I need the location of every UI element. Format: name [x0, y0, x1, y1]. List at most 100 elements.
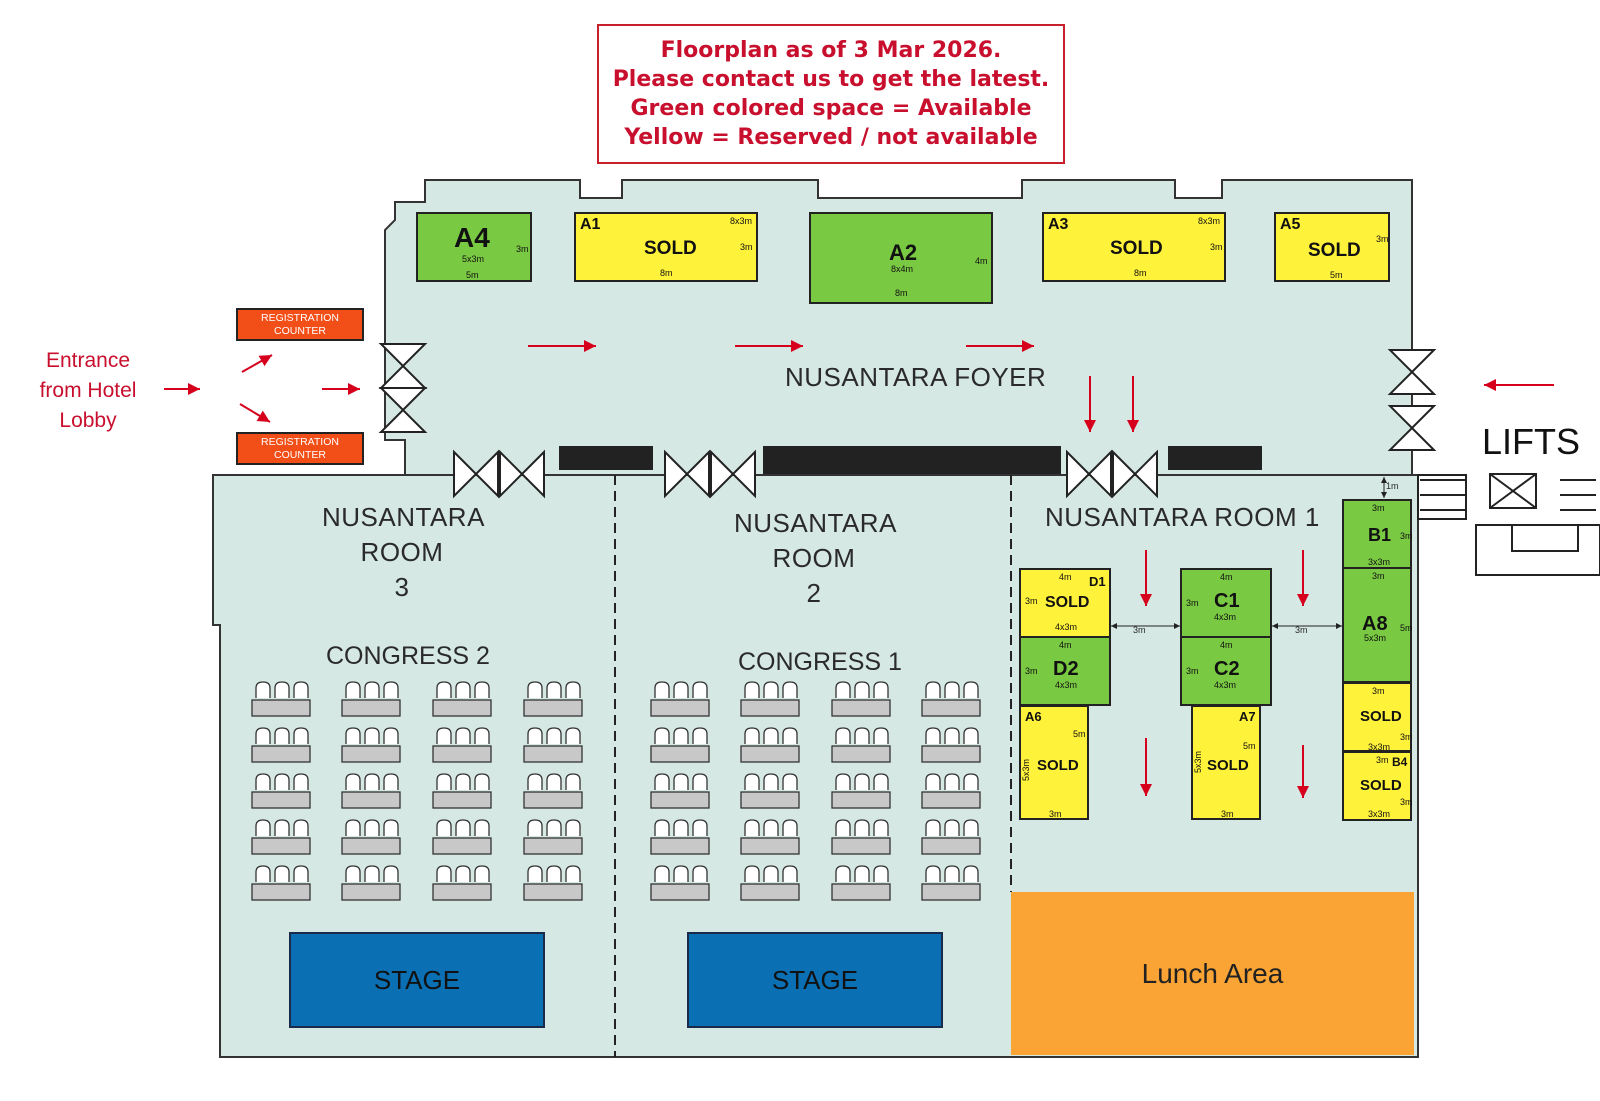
direction-arrow-icon — [322, 383, 360, 395]
table-bar — [921, 745, 981, 763]
seat-row — [650, 865, 710, 901]
direction-arrow-icon — [966, 340, 1034, 352]
seat-row — [251, 773, 311, 809]
seat-row — [341, 727, 401, 763]
table-bar — [251, 745, 311, 763]
table-bar — [523, 837, 583, 855]
stage-room2: STAGE — [687, 932, 943, 1028]
booth-a6[interactable]: A6 SOLD 5m 3m 5x3m — [1019, 705, 1089, 820]
table-bar — [251, 791, 311, 809]
seat-row — [523, 727, 583, 763]
table-bar — [432, 883, 492, 901]
seat-row — [523, 865, 583, 901]
booth-a2[interactable]: A2 8x4m 8m 4m — [809, 212, 993, 304]
booth-c1[interactable]: C1 4m 3m 4x3m — [1180, 568, 1272, 638]
table-bar — [831, 745, 891, 763]
booth-a7[interactable]: A7 SOLD 5m 3m 5x3m — [1191, 705, 1261, 820]
door-icon — [453, 449, 499, 499]
direction-arrow-icon — [1127, 376, 1139, 432]
booth-depth: 5m — [1073, 729, 1086, 739]
booth-status: SOLD — [1360, 777, 1402, 794]
booth-size: 4x3m — [1214, 680, 1237, 690]
table-bar — [650, 791, 710, 809]
seat-row — [341, 819, 401, 855]
booth-width: 3m — [1221, 809, 1234, 819]
booth-width: 5m — [1330, 270, 1343, 280]
seat-row — [921, 865, 981, 901]
seat-row — [831, 865, 891, 901]
booth-width: 3m — [1376, 755, 1389, 765]
reg-label: COUNTER — [274, 324, 326, 337]
table-bar — [831, 791, 891, 809]
seat-row — [831, 819, 891, 855]
table-bar — [650, 837, 710, 855]
table-bar — [251, 699, 311, 717]
direction-arrow-icon — [241, 354, 273, 373]
door-icon — [1387, 349, 1437, 395]
room1-name: NUSANTARA ROOM 1 — [1045, 502, 1320, 532]
booth-size: 5x3m — [462, 254, 485, 264]
door-icon — [1112, 449, 1158, 499]
booth-a8[interactable]: A8 3m 5m 5x3m — [1342, 567, 1413, 683]
reg-label: REGISTRATION — [261, 311, 339, 324]
booth-width: 8m — [895, 288, 908, 298]
door-icon — [499, 449, 545, 499]
aisle-gap-label: 3m — [1295, 625, 1308, 635]
direction-arrow-icon — [239, 403, 271, 423]
booth-a3[interactable]: A3 SOLD 8x3m 3m 8m — [1042, 212, 1226, 282]
direction-arrow-icon — [735, 340, 803, 352]
table-bar — [432, 745, 492, 763]
booth-b4[interactable]: B4 SOLD 3m 3m 3x3m — [1342, 751, 1413, 821]
booth-width: 8m — [660, 268, 673, 278]
booth-depth: 3m — [1400, 531, 1413, 541]
booth-size: 5x3m — [1193, 750, 1204, 774]
seat-row — [341, 681, 401, 717]
reg-label: REGISTRATION — [261, 435, 339, 448]
booth-a5[interactable]: A5 SOLD 3m 5m — [1274, 212, 1390, 282]
direction-arrow-icon — [1297, 745, 1309, 798]
booth-size: 3x3m — [1368, 742, 1391, 752]
booth-d1[interactable]: D1 SOLD 4m 3m 4x3m — [1019, 568, 1111, 638]
booth-id: C1 — [1214, 590, 1240, 612]
lifts-label: LIFTS — [1482, 421, 1581, 462]
booth-b1[interactable]: B1 3m 3m 3x3m — [1342, 499, 1413, 569]
booth-a1[interactable]: A1 SOLD 8x3m 3m 8m — [574, 212, 758, 282]
booth-size: 3x3m — [1368, 809, 1391, 819]
seat-row — [523, 681, 583, 717]
booth-b3[interactable]: SOLD 3m 3m 3x3m — [1342, 682, 1413, 752]
entrance-line: Entrance — [45, 349, 131, 372]
wall-block — [763, 446, 1061, 474]
booth-size: 4x3m — [1055, 622, 1078, 632]
seat-row — [740, 681, 800, 717]
room-name-line: ROOM — [772, 543, 856, 573]
seat-row — [650, 773, 710, 809]
table-bar — [523, 883, 583, 901]
booth-a4[interactable]: A4 5x3m 5m 3m — [416, 212, 532, 282]
booth-depth: 3m — [1376, 234, 1389, 244]
seat-row — [251, 865, 311, 901]
booth-id: A4 — [454, 222, 490, 253]
table-bar — [831, 837, 891, 855]
table-bar — [921, 837, 981, 855]
table-bar — [432, 837, 492, 855]
booth-status: SOLD — [1110, 238, 1163, 259]
lift-gap-label: 1m — [1386, 481, 1399, 491]
booth-depth: 3m — [1186, 666, 1199, 676]
table-bar — [740, 745, 800, 763]
booth-size: 8x4m — [891, 264, 914, 274]
dimension-line — [1111, 623, 1180, 629]
booth-size: 4x3m — [1055, 680, 1078, 690]
entrance-label: Entrance from Hotel Lobby — [28, 346, 148, 436]
lift-shaft — [1417, 474, 1467, 520]
booth-width: 5m — [466, 270, 479, 280]
seat-row — [341, 773, 401, 809]
booth-d2[interactable]: D2 4m 3m 4x3m — [1019, 636, 1111, 706]
booth-size: 4x3m — [1214, 612, 1237, 622]
table-bar — [740, 699, 800, 717]
booth-c2[interactable]: C2 4m 3m 4x3m — [1180, 636, 1272, 706]
direction-arrow-icon — [528, 340, 596, 352]
booth-status: SOLD — [1037, 757, 1079, 774]
congress-1-label: CONGRESS 1 — [738, 648, 902, 676]
